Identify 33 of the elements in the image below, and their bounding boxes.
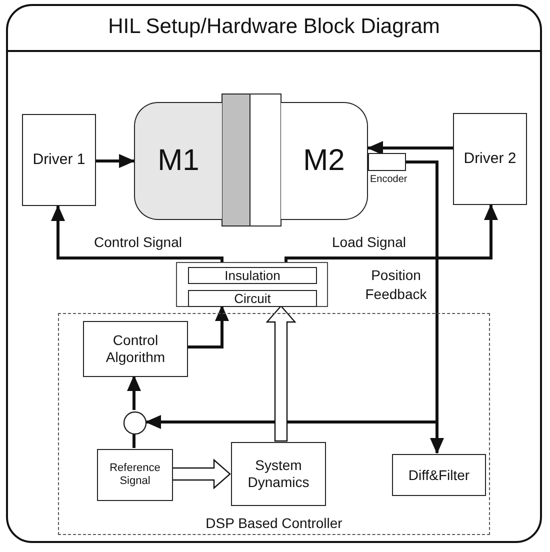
node-label: System Dynamics [246, 457, 310, 491]
diagram-title: HIL Setup/Hardware Block Diagram [108, 15, 440, 39]
arrow [96, 154, 135, 168]
process-box [83, 321, 188, 377]
node-label: DSP Based Controller [206, 515, 342, 532]
process-box [392, 454, 486, 496]
driver-box [22, 114, 96, 206]
encoder-label: Encoder [370, 174, 408, 186]
node-label: Control Algorithm [104, 332, 166, 366]
arrow [145, 160, 438, 429]
process-box [188, 290, 317, 307]
node-label: Driver 2 [464, 150, 516, 168]
node-label: M2 [303, 143, 345, 179]
node-label: Driver 1 [32, 151, 86, 169]
node-label: Reference Signal [108, 462, 162, 488]
controller-group [58, 313, 490, 535]
node-label: Circuit [234, 290, 271, 306]
process-box [231, 442, 326, 506]
node-label: Diff&Filter [408, 466, 470, 484]
motor-section [281, 102, 368, 220]
driver-box [453, 113, 527, 205]
arrow [187, 305, 229, 348]
process-box [97, 449, 173, 501]
process-box [188, 267, 317, 284]
interface-box [176, 262, 328, 307]
hollow-arrow [266, 305, 296, 442]
arrow [367, 141, 453, 155]
node-label: M1 [158, 143, 200, 179]
hollow-arrow [171, 458, 231, 490]
arrow [127, 375, 141, 410]
node-label: Insulation [224, 268, 280, 284]
motor-section [134, 102, 222, 220]
summing-junction [123, 411, 147, 435]
